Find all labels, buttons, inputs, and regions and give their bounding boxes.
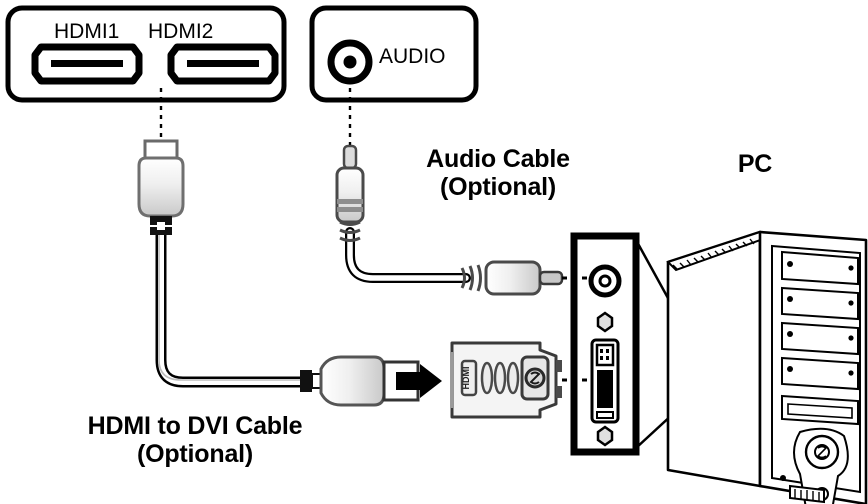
insertion-arrow [396, 364, 442, 398]
dvi-adapter: HDMI [450, 341, 562, 419]
hdmi-port-group[interactable] [5, 5, 287, 103]
hdmi-to-dvi-cable-label: HDMI to DVI Cable (Optional) [87, 412, 303, 468]
audio-cable-label: Audio Cable (Optional) [426, 145, 570, 201]
audio-port-icon[interactable] [327, 39, 373, 85]
audio-plug-vertical [335, 144, 365, 242]
hdmi2-port-icon[interactable] [167, 43, 279, 85]
audio-port-label: AUDIO [379, 45, 446, 68]
hdmi1-port-icon[interactable] [31, 43, 143, 85]
pc-io-panel [570, 232, 640, 456]
pc-audio-jack[interactable] [588, 264, 622, 298]
audio-cable [345, 227, 471, 283]
hdmi-cable [155, 226, 306, 388]
adapter-hdmi-badge-text: HDMI [461, 367, 471, 390]
hdmi-plug-horizontal [300, 355, 420, 407]
hdmi-plug-vertical [137, 139, 185, 235]
pc-tower [666, 230, 868, 504]
hdmi2-port-label: HDMI2 [148, 20, 214, 43]
audio-port-group[interactable] [309, 5, 479, 103]
pc-label: PC [737, 150, 773, 178]
hdmi1-port-label: HDMI1 [54, 20, 120, 43]
audio-plug-horizontal [460, 260, 564, 296]
pc-dvi-port[interactable] [590, 311, 620, 447]
